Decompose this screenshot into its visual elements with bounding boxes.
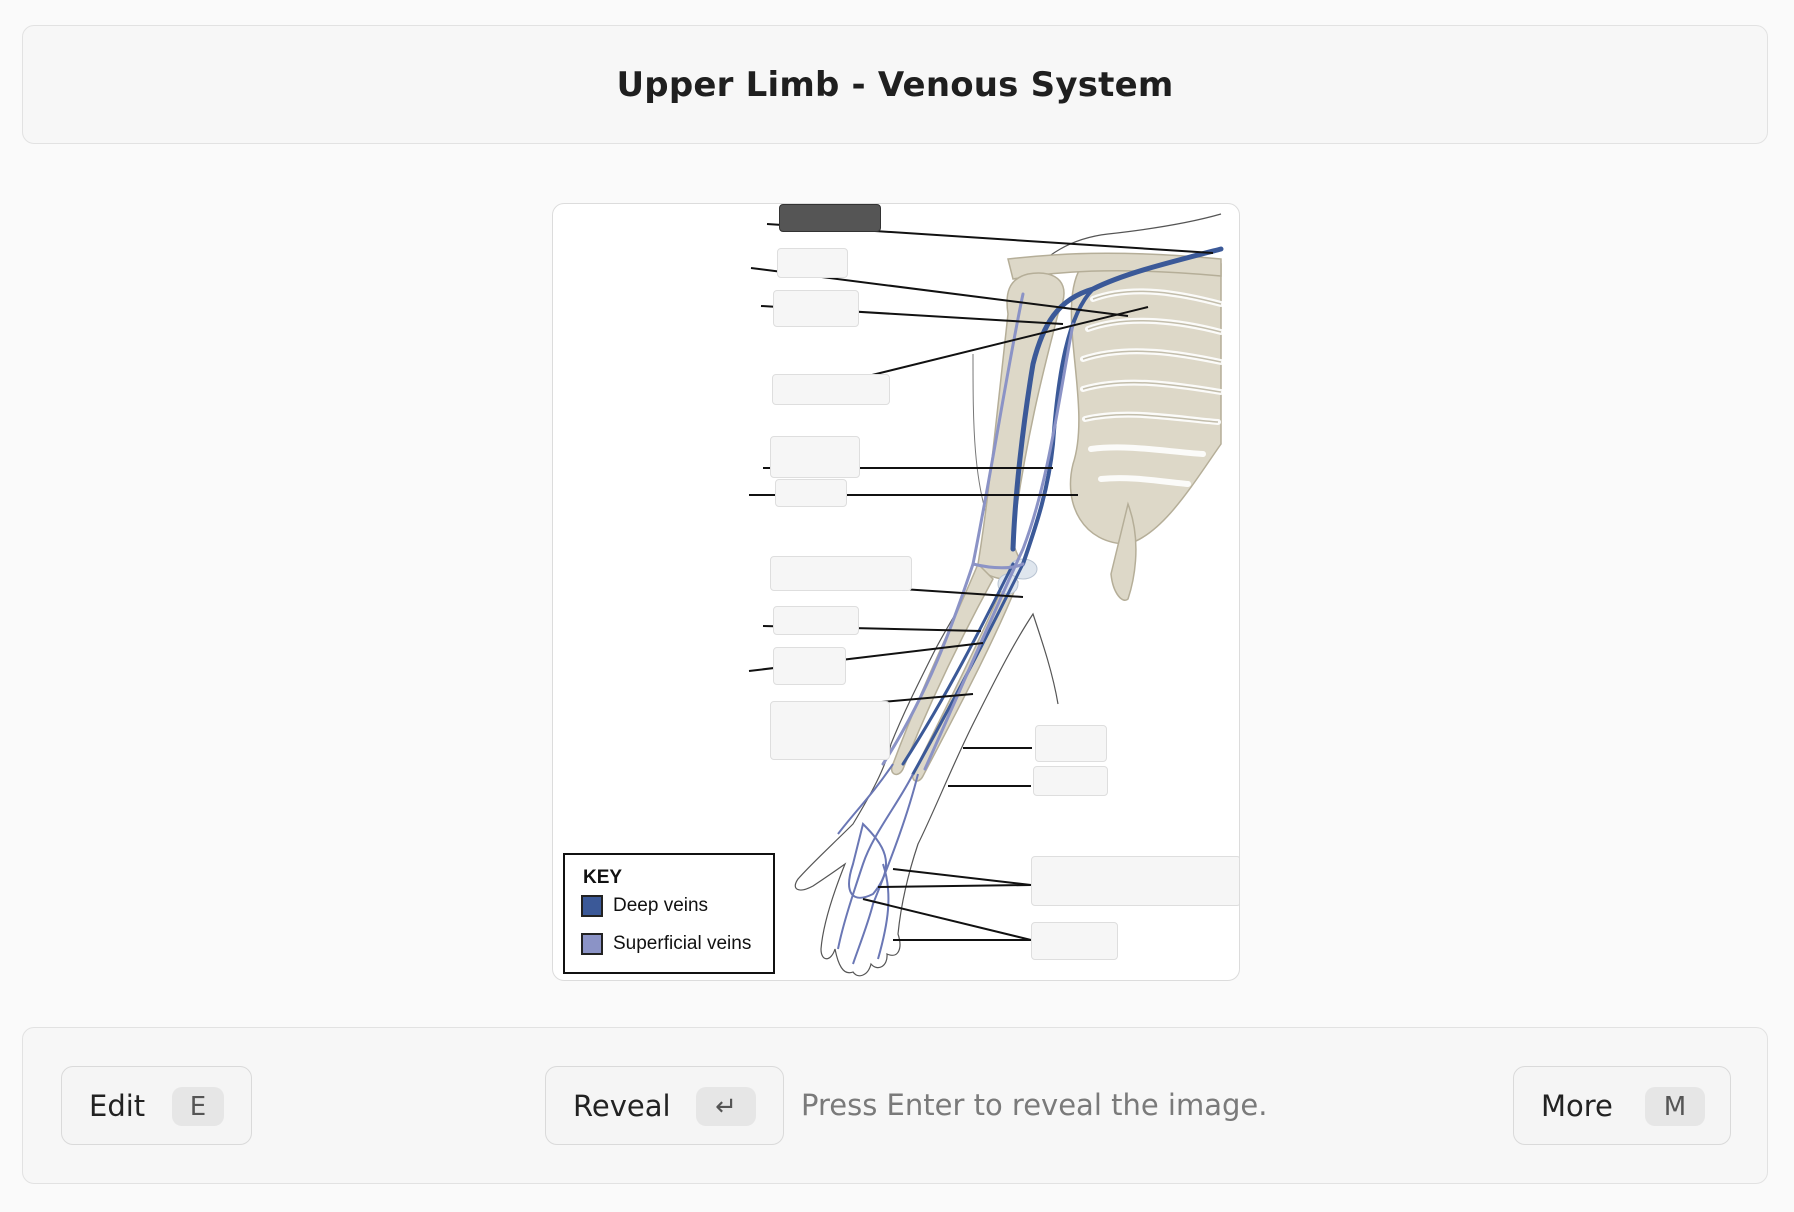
legend-label-superficial-veins: Superficial veins [613, 933, 752, 954]
label-box-9[interactable] [773, 647, 846, 685]
deep-veins-swatch [581, 895, 603, 917]
label-box-1[interactable] [779, 204, 881, 232]
label-box-6[interactable] [775, 479, 847, 507]
anatomy-diagram: KEY Deep veins Superficial veins [552, 203, 1240, 981]
label-box-2[interactable] [777, 248, 848, 278]
label-box-7[interactable] [770, 556, 912, 591]
edit-button-label: Edit [89, 1088, 146, 1123]
label-box-3[interactable] [773, 290, 859, 327]
edit-button[interactable]: Edit E [61, 1066, 252, 1145]
legend-title: KEY [583, 867, 623, 888]
label-box-8[interactable] [773, 606, 859, 635]
more-button-label: More [1541, 1088, 1613, 1123]
label-box-11[interactable] [1035, 725, 1107, 762]
legend-label-deep-veins: Deep veins [613, 895, 709, 916]
superficial-veins-swatch [581, 933, 603, 955]
title-bar: Upper Limb - Venous System [22, 25, 1768, 144]
more-button[interactable]: More M [1513, 1066, 1731, 1145]
label-box-13[interactable] [1031, 856, 1239, 906]
legend-key: KEY Deep veins Superficial veins [563, 853, 775, 974]
label-box-14[interactable] [1031, 922, 1118, 960]
label-box-12[interactable] [1033, 766, 1108, 796]
legend-item-superficial-veins: Superficial veins [581, 933, 751, 955]
legend-item-deep-veins: Deep veins [581, 895, 708, 917]
action-bar: Edit E Reveal ↵ Press Enter to reveal th… [22, 1027, 1768, 1184]
label-box-10[interactable] [770, 701, 890, 760]
label-box-4[interactable] [772, 374, 890, 405]
edit-shortcut-badge: E [172, 1087, 224, 1126]
reveal-button-label: Reveal [573, 1088, 671, 1123]
arm-illustration [748, 213, 1224, 977]
label-box-5[interactable] [770, 436, 860, 478]
more-shortcut-badge: M [1645, 1087, 1705, 1126]
reveal-hint: Press Enter to reveal the image. [801, 1088, 1268, 1122]
page-title: Upper Limb - Venous System [616, 64, 1174, 105]
reveal-button[interactable]: Reveal ↵ [545, 1066, 784, 1145]
enter-key-icon: ↵ [696, 1087, 756, 1126]
